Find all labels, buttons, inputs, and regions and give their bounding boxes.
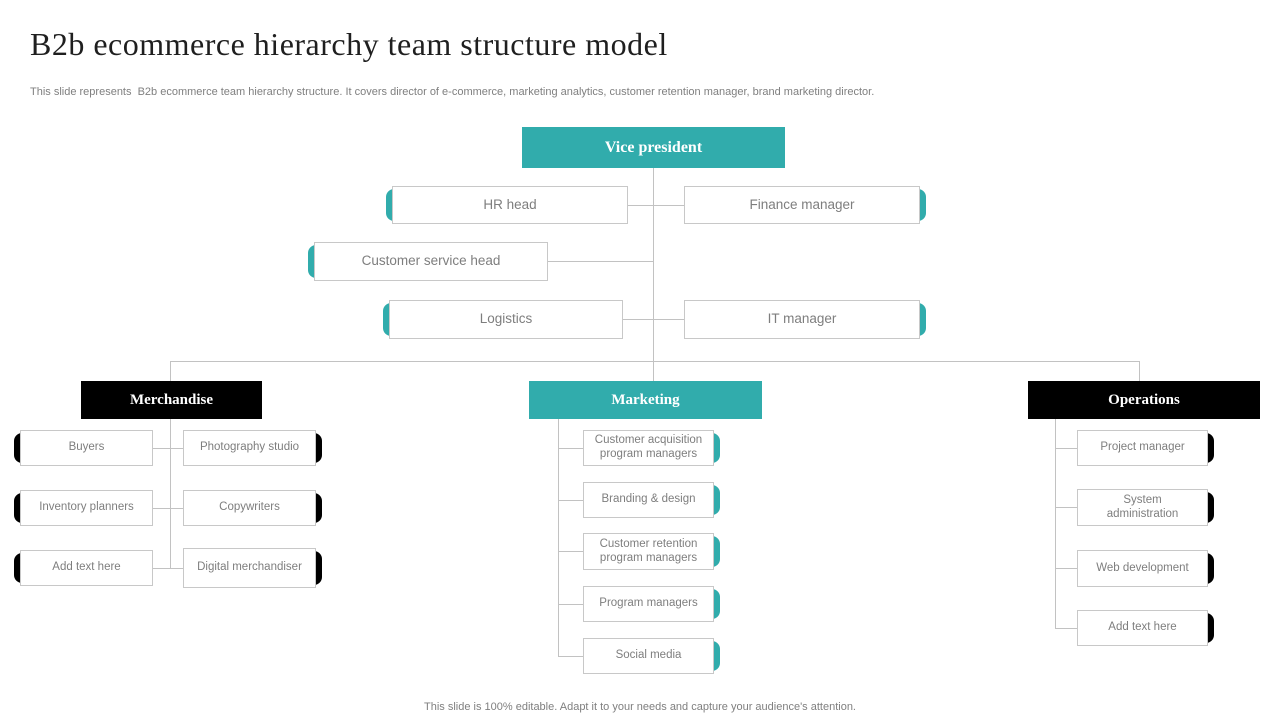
- node-finance-manager[interactable]: Finance manager: [684, 186, 926, 224]
- connector-marketing-row1: [558, 448, 583, 449]
- connector-merchandise-column: [170, 419, 171, 568]
- connector-operations-drop: [1139, 361, 1140, 382]
- connector-customer-service: [548, 261, 654, 262]
- connector-operations-column: [1055, 419, 1056, 628]
- node-label: Inventory planners: [20, 490, 153, 526]
- node-label: HR head: [392, 186, 628, 224]
- node-copywriters[interactable]: Copywriters: [183, 490, 322, 526]
- node-logistics[interactable]: Logistics: [383, 300, 623, 339]
- node-label: Logistics: [389, 300, 623, 339]
- connector-marketing-row3: [558, 551, 583, 552]
- node-label: Digital merchandiser: [183, 548, 316, 588]
- node-label: Finance manager: [684, 186, 920, 224]
- connector-operations-row4: [1055, 628, 1077, 629]
- connector-marketing-row4: [558, 604, 583, 605]
- node-inventory-planners[interactable]: Inventory planners: [14, 490, 153, 526]
- node-label: Copywriters: [183, 490, 316, 526]
- node-customer-acquisition-program-managers[interactable]: Customer acquisition program managers: [583, 430, 720, 466]
- node-it-manager[interactable]: IT manager: [684, 300, 926, 339]
- node-branding-design[interactable]: Branding & design: [583, 482, 720, 518]
- node-label: Web development: [1077, 550, 1208, 587]
- slide-subtitle: This slide represents B2b ecommerce team…: [30, 86, 875, 98]
- connector-merchandise-row1: [153, 448, 183, 449]
- connector-operations-row3: [1055, 568, 1077, 569]
- node-digital-merchandiser[interactable]: Digital merchandiser: [183, 548, 322, 588]
- node-system-administration[interactable]: System administration: [1077, 489, 1214, 526]
- node-label: Photography studio: [183, 430, 316, 466]
- node-customer-service-head[interactable]: Customer service head: [308, 242, 548, 281]
- node-label: Customer retention program managers: [583, 533, 714, 570]
- connector-merchandise-row3: [153, 568, 183, 569]
- slide-footer-note: This slide is 100% editable. Adapt it to…: [424, 701, 856, 713]
- node-label: IT manager: [684, 300, 920, 339]
- connector-distribution: [170, 361, 1140, 362]
- node-label: Branding & design: [583, 482, 714, 518]
- connector-marketing-column: [558, 419, 559, 656]
- node-label: Customer acquisition program managers: [583, 430, 714, 466]
- node-label: Add text here: [20, 550, 153, 586]
- connector-root-vertical: [653, 168, 654, 382]
- node-project-manager[interactable]: Project manager: [1077, 430, 1214, 466]
- node-header-operations[interactable]: Operations: [1028, 381, 1260, 419]
- connector-merchandise-drop: [170, 361, 171, 382]
- node-label: Project manager: [1077, 430, 1208, 466]
- connector-hr-finance: [628, 205, 685, 206]
- connector-logistics-it: [623, 319, 685, 320]
- connector-marketing-row2: [558, 500, 583, 501]
- node-label: Buyers: [20, 430, 153, 466]
- node-merchandise-add-text[interactable]: Add text here: [14, 550, 153, 586]
- node-label: Add text here: [1077, 610, 1208, 646]
- node-buyers[interactable]: Buyers: [14, 430, 153, 466]
- node-header-merchandise[interactable]: Merchandise: [81, 381, 262, 419]
- connector-operations-row1: [1055, 448, 1077, 449]
- node-program-managers[interactable]: Program managers: [583, 586, 720, 622]
- node-web-development[interactable]: Web development: [1077, 550, 1214, 587]
- connector-marketing-row5: [558, 656, 583, 657]
- node-label: System administration: [1077, 489, 1208, 526]
- slide-title: B2b ecommerce hierarchy team structure m…: [30, 26, 668, 62]
- node-label: Program managers: [583, 586, 714, 622]
- node-label: Customer service head: [314, 242, 548, 281]
- node-label: Social media: [583, 638, 714, 674]
- node-hr-head[interactable]: HR head: [386, 186, 628, 224]
- node-customer-retention-program-managers[interactable]: Customer retention program managers: [583, 533, 720, 570]
- node-photography-studio[interactable]: Photography studio: [183, 430, 322, 466]
- node-vice-president[interactable]: Vice president: [522, 127, 785, 168]
- node-social-media[interactable]: Social media: [583, 638, 720, 674]
- node-operations-add-text[interactable]: Add text here: [1077, 610, 1214, 646]
- connector-operations-row2: [1055, 507, 1077, 508]
- node-header-marketing[interactable]: Marketing: [529, 381, 762, 419]
- connector-merchandise-row2: [153, 508, 183, 509]
